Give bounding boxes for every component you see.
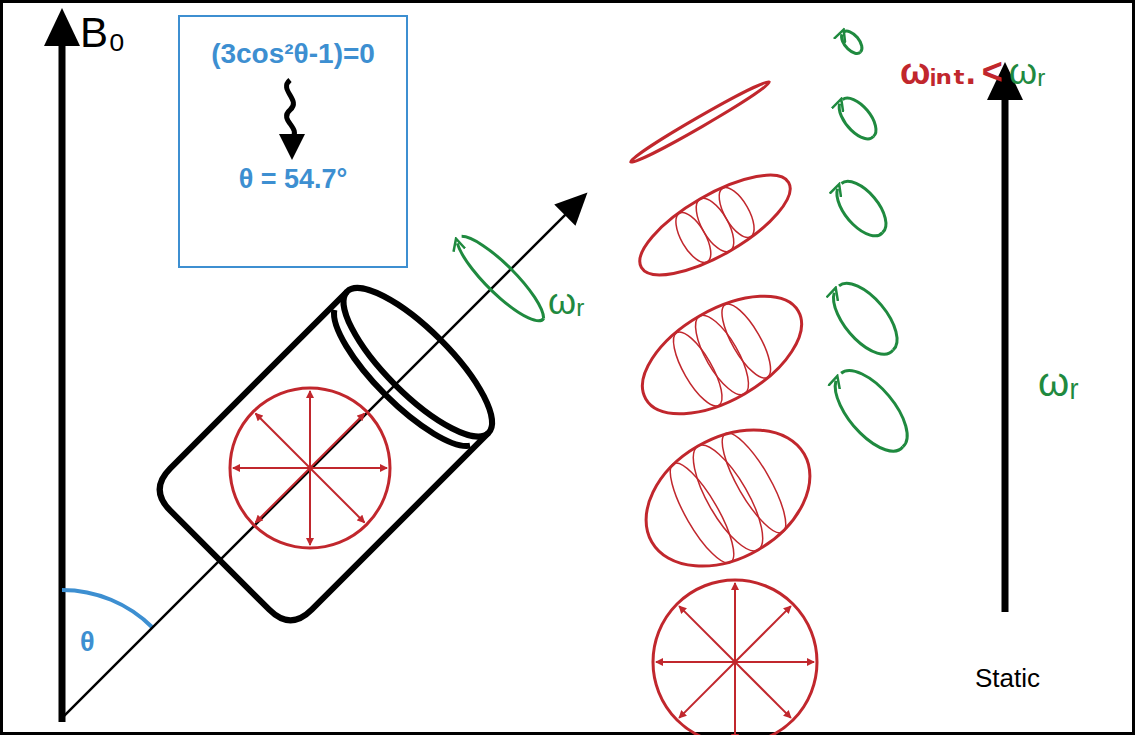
field-label: B₀ [80, 10, 125, 56]
spin-rate-label: ωᵣ [548, 282, 585, 322]
spin-rings [822, 28, 920, 463]
magic-angle-value: θ = 54.7° [180, 165, 406, 195]
spin-rate-label: ωᵣ [1009, 52, 1046, 92]
interaction-rate-label: ωᵢₙₜ. [900, 52, 976, 92]
squiggle-arrow [279, 80, 305, 160]
spin-axis-arrow [987, 62, 1023, 612]
rotor [0, 122, 658, 735]
b0-arrow [44, 8, 80, 722]
static-label: Static [975, 664, 1040, 693]
spin-rate-label: ωᵣ [1038, 360, 1079, 404]
magic-angle-equation: (3cos²θ-1)=0 [180, 39, 406, 70]
theta-arc [62, 590, 153, 628]
tensor-stack [622, 78, 834, 735]
formula-box: (3cos²θ-1)=0 θ = 54.7° [178, 15, 408, 268]
angle-label: θ [80, 628, 95, 658]
rate-comparison: ωᵢₙₜ.<ωᵣ [900, 52, 1046, 92]
isotropic-circle [230, 388, 390, 548]
less-than-sign: < [982, 52, 1003, 92]
